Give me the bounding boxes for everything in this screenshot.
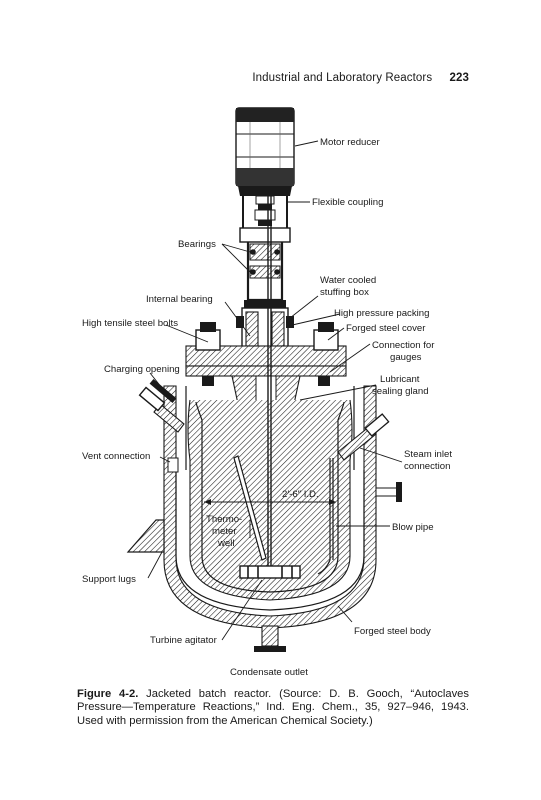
running-head: Industrial and Laboratory Reactors 223 xyxy=(252,72,469,84)
diameter-dimension xyxy=(204,499,336,505)
bearing-tower xyxy=(239,227,291,308)
forged-steel-cover xyxy=(185,322,347,405)
label-internal-bearing: Internal bearing xyxy=(146,294,213,305)
label-steam-connection: connection xyxy=(404,461,450,472)
label-stuffing-box: stuffing box xyxy=(320,287,369,298)
label-bearings: Bearings xyxy=(178,239,216,250)
label-forged-steel-cover: Forged steel cover xyxy=(346,323,426,334)
leader-lines xyxy=(147,140,403,641)
label-forged-steel-body: Forged steel body xyxy=(354,626,431,637)
charging-opening xyxy=(138,379,185,433)
label-vent-connection: Vent connection xyxy=(82,451,150,462)
forged-steel-body xyxy=(163,385,377,629)
inner-vessel xyxy=(195,401,345,593)
label-motor-reducer: Motor reducer xyxy=(320,137,381,148)
figure-caption-text: Jacketed batch reactor. (Source: D. B. G… xyxy=(77,688,469,727)
label-support-lugs: Support lugs xyxy=(82,574,136,585)
vent-nozzle xyxy=(167,457,179,473)
label-blow-pipe: Blow pipe xyxy=(392,522,434,533)
running-head-title: Industrial and Laboratory Reactors xyxy=(252,72,433,84)
label-steam-inlet: Steam inlet xyxy=(404,449,452,460)
label-diameter: 2′-6″ I.D. xyxy=(282,489,319,500)
coupling-housing xyxy=(238,186,292,232)
label-thermometer-2: meter xyxy=(212,526,237,537)
label-thermometer-1: Thermo- xyxy=(206,514,242,525)
reactor-figure: Motor reducer Flexible coupling Bearings… xyxy=(82,107,452,678)
thermometer-well xyxy=(233,455,267,561)
label-thermometer-3: well xyxy=(217,538,235,549)
support-lug xyxy=(126,519,165,553)
motor-reducer xyxy=(235,107,295,187)
label-connection-gauges: Connection for xyxy=(372,340,435,351)
condensate-outlet xyxy=(254,625,286,652)
blow-pipe xyxy=(317,458,331,575)
figure-caption: Figure 4-2. Jacketed batch reactor. (Sou… xyxy=(77,688,469,728)
label-turbine-agitator: Turbine agitator xyxy=(150,635,218,646)
turbine-agitator xyxy=(239,565,301,579)
figure-label: Figure 4-2. xyxy=(77,688,139,700)
label-condensate-outlet: Condensate outlet xyxy=(230,667,308,678)
side-connection xyxy=(375,482,402,502)
label-flexible-coupling: Flexible coupling xyxy=(312,197,383,208)
label-high-pressure-packing: High pressure packing xyxy=(334,308,429,319)
label-high-tensile-bolts: High tensile steel bolts xyxy=(82,318,178,329)
steam-inlet-nozzle xyxy=(337,413,390,461)
label-lubricant: Lubricant xyxy=(380,374,420,385)
label-charging-opening: Charging opening xyxy=(104,364,180,375)
label-water-cooled: Water cooled xyxy=(320,275,376,286)
label-gauges: gauges xyxy=(390,352,422,363)
label-sealing-gland: sealing gland xyxy=(372,386,429,397)
page-number: 223 xyxy=(449,72,469,84)
